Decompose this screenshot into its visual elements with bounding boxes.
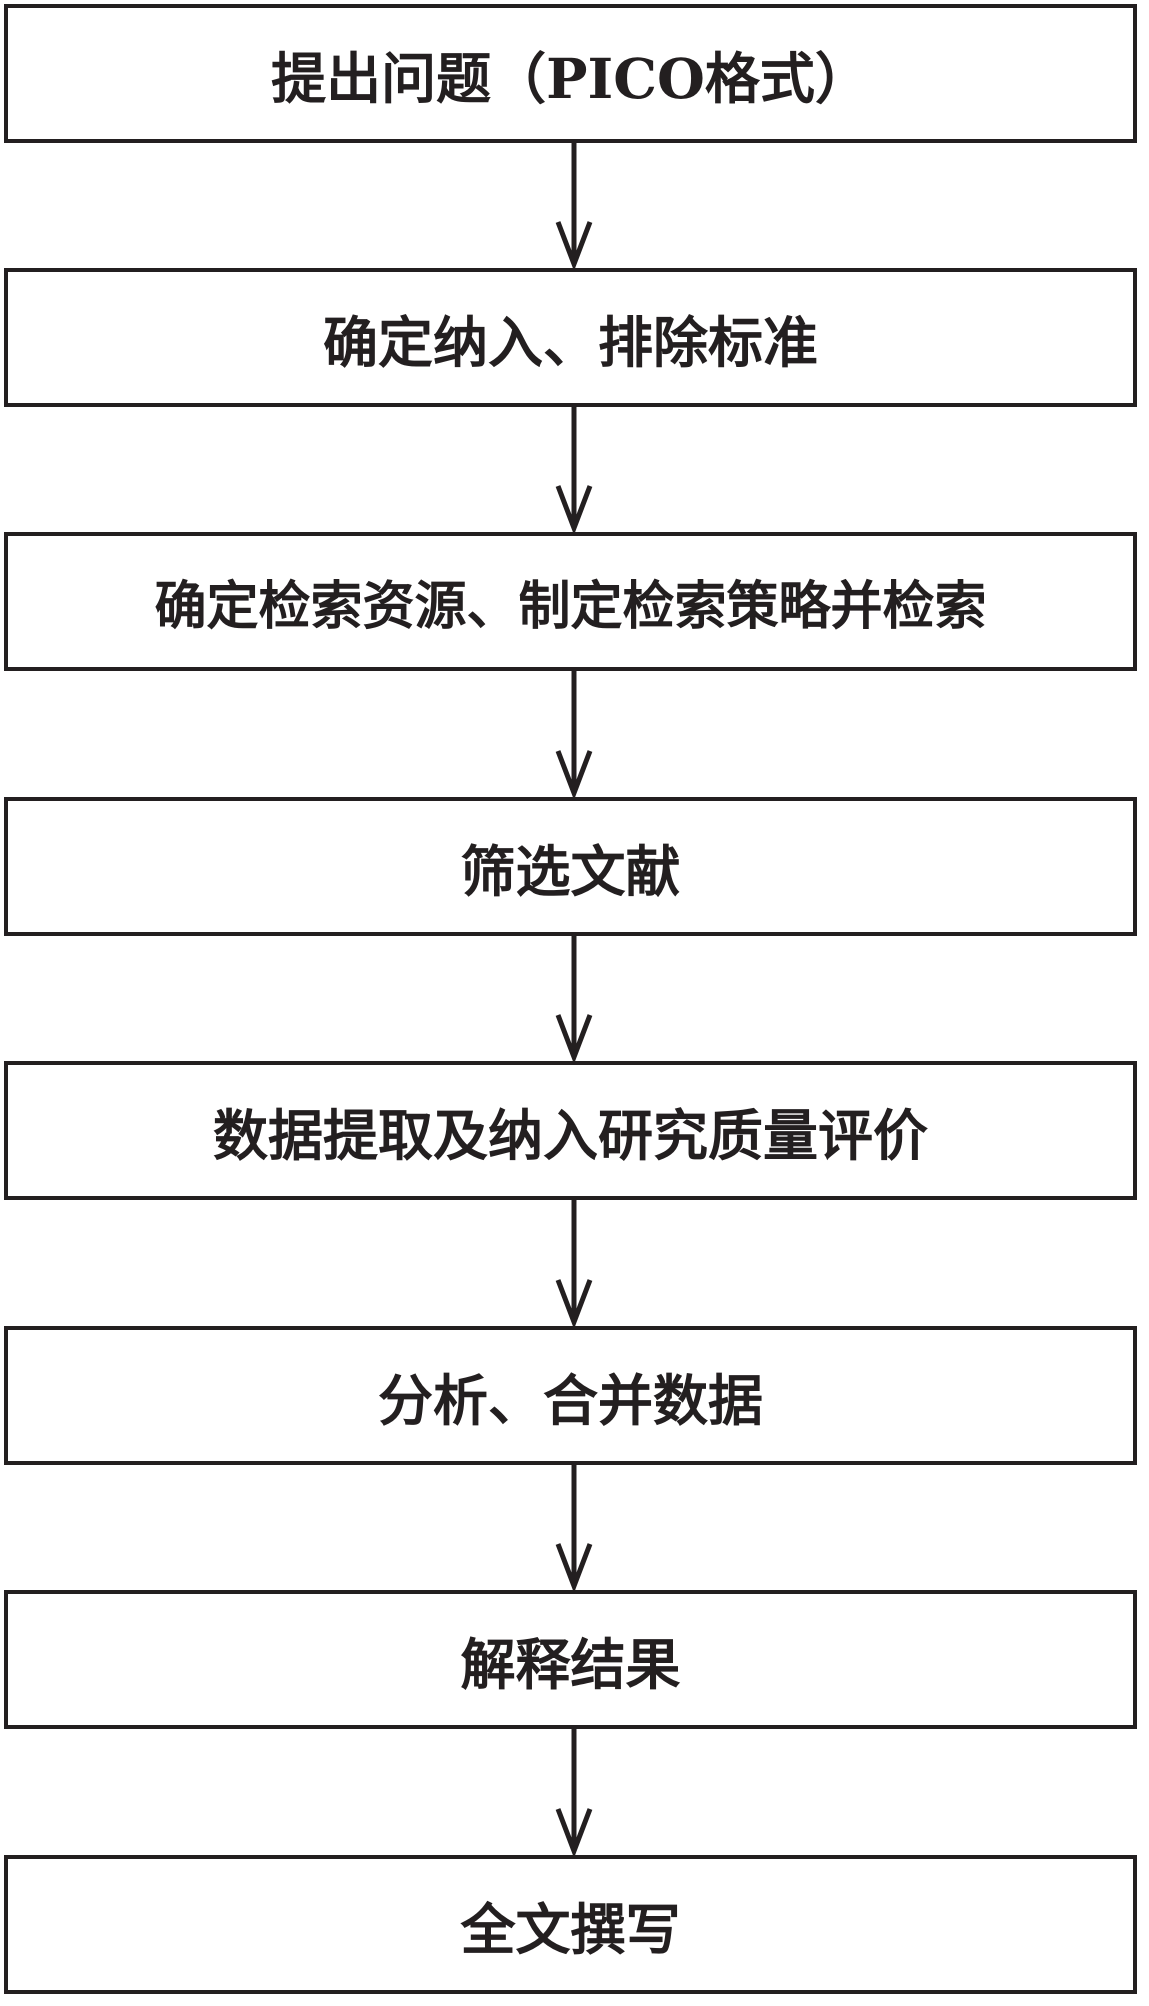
step-analyze-pool-data: 分析、合并数据 [4, 1326, 1137, 1465]
arrow-down-connector [555, 407, 593, 536]
arrow-head [555, 1808, 593, 1859]
arrow-down-connector [555, 1465, 593, 1594]
arrow-down-connector [555, 143, 593, 272]
step-write-full-text: 全文撰写 [4, 1855, 1137, 1994]
arrow-head [555, 485, 593, 536]
step-inclusion-exclusion-criteria: 确定纳入、排除标准 [4, 268, 1137, 407]
arrow-head [555, 1543, 593, 1594]
step-search-strategy: 确定检索资源、制定检索策略并检索 [4, 532, 1137, 671]
arrow-head [555, 750, 593, 801]
step-interpret-results: 解释结果 [4, 1590, 1137, 1729]
arrow-head [555, 1014, 593, 1065]
arrow-head [555, 221, 593, 272]
step-data-extraction-quality: 数据提取及纳入研究质量评价 [4, 1061, 1137, 1200]
arrow-down-connector [555, 936, 593, 1065]
arrow-down-connector [555, 1729, 593, 1859]
arrow-head [555, 1279, 593, 1330]
arrow-down-connector [555, 671, 593, 801]
arrow-down-connector [555, 1200, 593, 1330]
step-pose-question: 提出问题（PICO格式） [4, 4, 1137, 143]
step-screen-literature: 筛选文献 [4, 797, 1137, 936]
